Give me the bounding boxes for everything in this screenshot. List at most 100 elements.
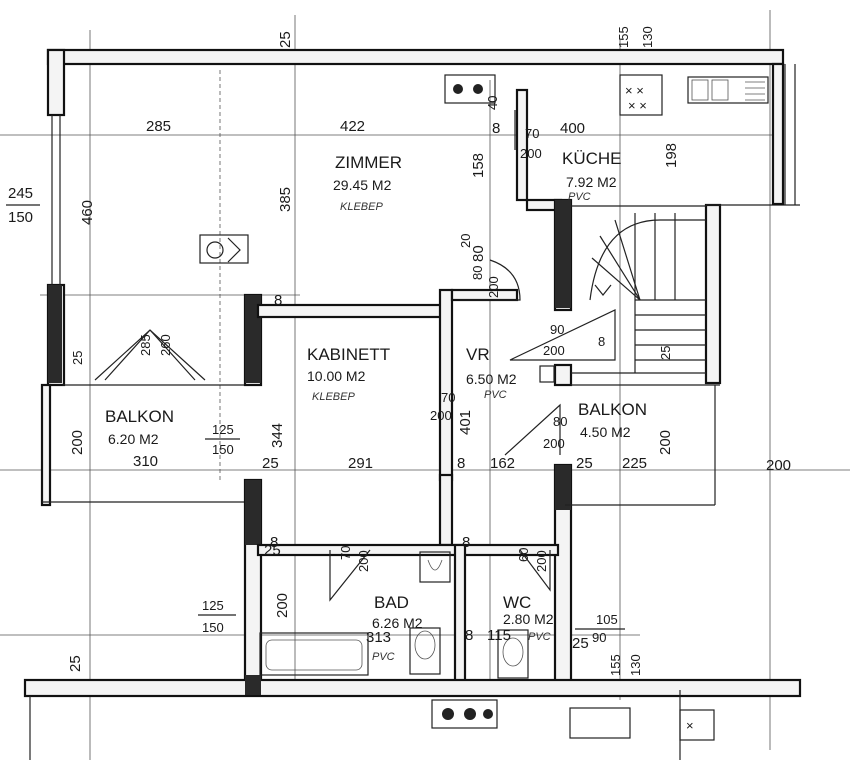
- dim-label: 25: [262, 455, 279, 472]
- dim-label: 25: [277, 31, 294, 48]
- dim-label: 80: [553, 414, 567, 429]
- svg-text:×: ×: [686, 718, 694, 733]
- dim-label: 20: [458, 234, 473, 248]
- dim-label: 130: [628, 654, 643, 676]
- dim-label: 40: [485, 96, 500, 110]
- room-bad-floor: PVC: [372, 651, 395, 663]
- dim-label: 200: [520, 146, 542, 161]
- fixtures: × × × × ×: [199, 74, 769, 741]
- room-kabinett-name: KABINETT: [307, 345, 390, 364]
- svg-text:× ×: × ×: [625, 83, 644, 98]
- walls: [23, 48, 802, 760]
- dim-label: 130: [640, 26, 655, 48]
- dim-label: 25: [70, 351, 85, 365]
- svg-text:× ×: × ×: [628, 98, 647, 113]
- room-vr-area: 6.50 M2: [466, 371, 517, 387]
- room-wc-area: 2.80 M2: [503, 611, 554, 627]
- dim-label: 70: [338, 546, 353, 560]
- dim-label: 285: [146, 118, 171, 135]
- dim-label: 200: [543, 436, 565, 451]
- dim-label: 310: [133, 453, 158, 470]
- dim-label: 200: [356, 550, 371, 572]
- dim-label: 90: [592, 630, 606, 645]
- dim-label: 115: [487, 627, 511, 644]
- room-bad-name: BAD: [374, 593, 409, 612]
- chimney-icon-bottom: [431, 699, 498, 729]
- room-zimmer-area: 29.45 M2: [333, 177, 392, 193]
- dim-label: 8: [598, 334, 605, 349]
- room-kueche-floor: PVC: [568, 191, 591, 203]
- dim-label: 200: [69, 430, 86, 455]
- dim-label: 385: [277, 187, 294, 212]
- dim-label: 460: [79, 200, 96, 225]
- dim-label: 225: [622, 455, 647, 472]
- room-balkon-left-name: BALKON: [105, 407, 174, 426]
- dim-label: 260: [158, 334, 173, 356]
- bathtub-icon: [259, 632, 369, 676]
- chimney-icon: [444, 74, 496, 104]
- room-wc-floor: PVC: [528, 631, 551, 643]
- dim-label: 200: [657, 430, 674, 455]
- room-zimmer-floor: KLEBEP: [340, 201, 383, 213]
- dim-label: 200: [430, 408, 452, 423]
- dim-label: 150: [202, 620, 224, 635]
- dim-label: 401: [457, 410, 474, 435]
- room-labels: ZIMMER 29.45 M2 KLEBEP KÜCHE 7.92 M2 PVC…: [105, 149, 647, 663]
- dimension-labels: 25 155 130 285 422 8 70 200 400 40 158 1…: [6, 26, 791, 676]
- dim-label: 200: [766, 457, 791, 474]
- dim-label: 8: [274, 292, 282, 309]
- dim-label: 285: [138, 334, 153, 356]
- dim-label: 245: [8, 185, 33, 202]
- room-kabinett-area: 10.00 M2: [307, 368, 366, 384]
- stair-icon: [589, 213, 706, 373]
- dim-label: 8: [492, 120, 500, 137]
- shaft-icon: [539, 365, 555, 383]
- dim-label: 200: [543, 343, 565, 358]
- dim-label: 90: [550, 322, 564, 337]
- room-kabinett-floor: KLEBEP: [312, 391, 355, 403]
- room-kueche-area: 7.92 M2: [566, 174, 617, 190]
- room-zimmer-name: ZIMMER: [335, 153, 402, 172]
- room-vr-name: VR: [466, 345, 490, 364]
- dim-label: 162: [490, 455, 515, 472]
- sink-icon: [419, 551, 451, 583]
- dim-label: 155: [608, 654, 623, 676]
- dim-label: 158: [470, 153, 487, 178]
- room-wc-name: WC: [503, 593, 531, 612]
- dim-label: 200: [534, 550, 549, 572]
- dim-label: 422: [340, 118, 365, 135]
- dim-label: 8: [457, 455, 465, 472]
- toilet-icon: [409, 627, 441, 675]
- dim-label: 80: [470, 245, 487, 262]
- room-balkon-left-area: 6.20 M2: [108, 431, 159, 447]
- dim-label: 200: [274, 593, 291, 618]
- dim-label: 125: [202, 598, 224, 613]
- room-bad-area: 6.26 M2: [372, 615, 423, 631]
- stove-icon: [619, 74, 663, 116]
- dim-label: 125: [212, 422, 234, 437]
- room-vr-floor: PVC: [484, 389, 507, 401]
- dim-label: 25: [576, 455, 593, 472]
- dim-label: 198: [663, 143, 680, 168]
- dim-label: 25: [264, 542, 281, 559]
- dim-label: 344: [269, 423, 286, 448]
- dim-label: 105: [596, 612, 618, 627]
- dim-label: 313: [366, 629, 391, 646]
- construction-lines: [0, 10, 850, 760]
- dim-label: 291: [348, 455, 373, 472]
- dim-label: 80: [470, 266, 485, 280]
- door-swings: [94, 110, 616, 602]
- dim-label: 150: [212, 442, 234, 457]
- room-kueche-name: KÜCHE: [562, 149, 622, 168]
- room-balkon-right-name: BALKON: [578, 400, 647, 419]
- dim-label: 70: [525, 126, 539, 141]
- room-balkon-right-area: 4.50 M2: [580, 424, 631, 440]
- dim-label: 70: [441, 390, 455, 405]
- dim-label: 8: [462, 534, 470, 551]
- dim-label: 25: [658, 346, 673, 360]
- dim-label: 400: [560, 120, 585, 137]
- dim-label: 25: [67, 655, 84, 672]
- dim-label: 8: [270, 534, 278, 551]
- dim-label: 150: [8, 209, 33, 226]
